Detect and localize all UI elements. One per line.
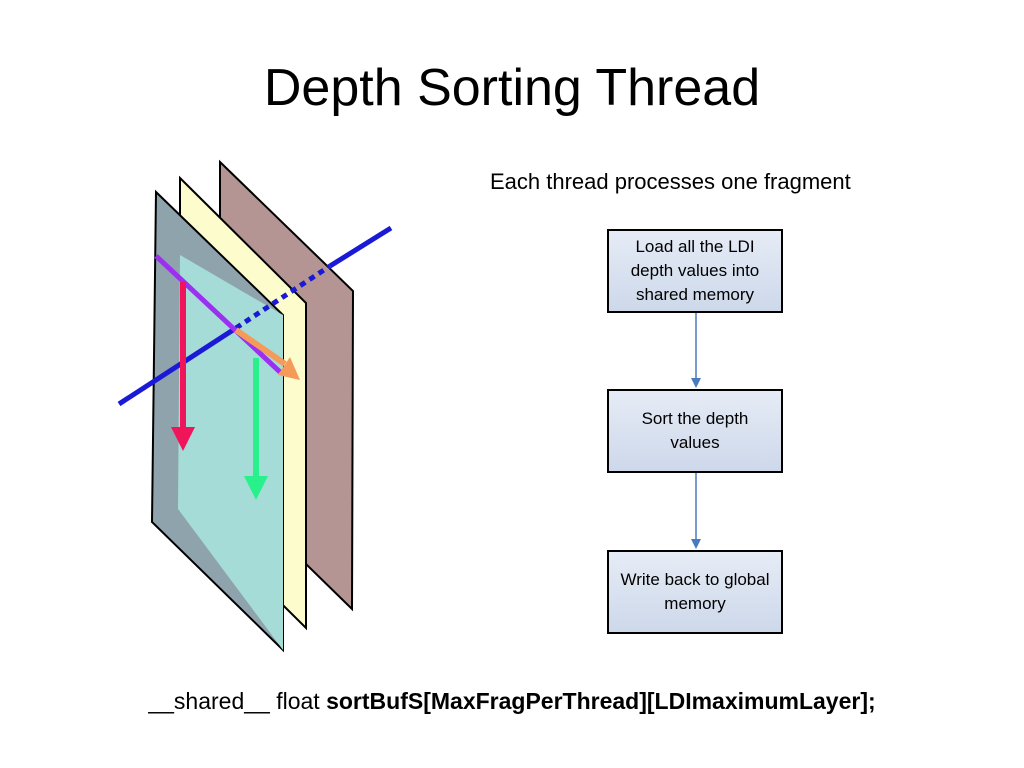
pink-arrow-head (171, 427, 195, 451)
code-prefix: __shared__ float (148, 688, 327, 714)
flowchart-step-write-label: Write back to global memory (620, 570, 770, 613)
depth-layer-front (178, 255, 283, 650)
flowchart-step-load-label: Load all the LDI depth values into share… (630, 237, 760, 304)
green-arrow-head (244, 476, 268, 500)
connector-2-arrowhead (691, 539, 701, 549)
code-declaration: sortBufS[MaxFragPerThread][LDImaximumLay… (326, 688, 876, 714)
orange-arrow-head (278, 357, 300, 380)
orange-arrow-shaft (234, 327, 287, 367)
view-ray-exit (328, 225, 393, 269)
slide-title: Depth Sorting Thread (263, 59, 761, 117)
view-ray (117, 327, 235, 407)
flowchart-step-load: Load all the LDI depth values into share… (607, 229, 783, 313)
flowchart-heading: Each thread processes one fragment (490, 169, 851, 194)
intersection-line (154, 254, 282, 374)
flowchart-step-sort: Sort the depth values (607, 389, 783, 473)
connector-1-arrowhead (691, 378, 701, 388)
view-ray-hidden (234, 263, 332, 331)
shared-buffer-declaration: __shared__ float sortBufS[MaxFragPerThre… (0, 688, 1024, 715)
flowchart-step-sort-label: Sort the depth values (641, 409, 749, 452)
flowchart-step-write: Write back to global memory (607, 550, 783, 634)
